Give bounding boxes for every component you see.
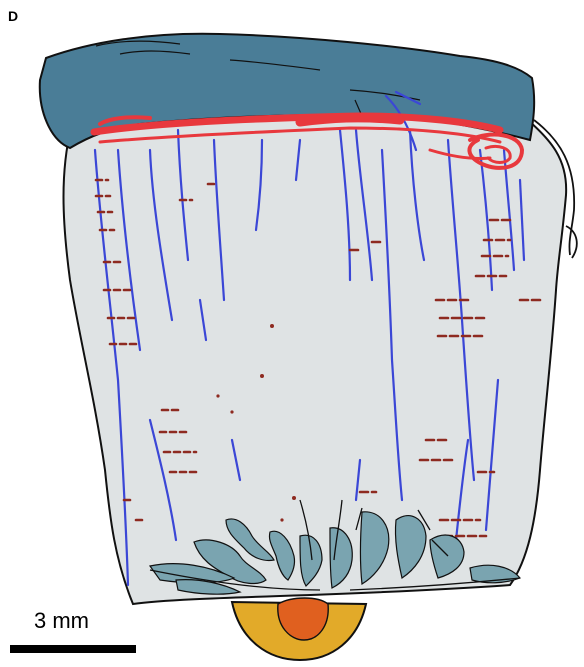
panel-label: D	[8, 8, 18, 24]
scale-bar	[10, 645, 136, 653]
specimen-body	[64, 100, 567, 604]
scale-bar-label: 3 mm	[34, 608, 89, 634]
